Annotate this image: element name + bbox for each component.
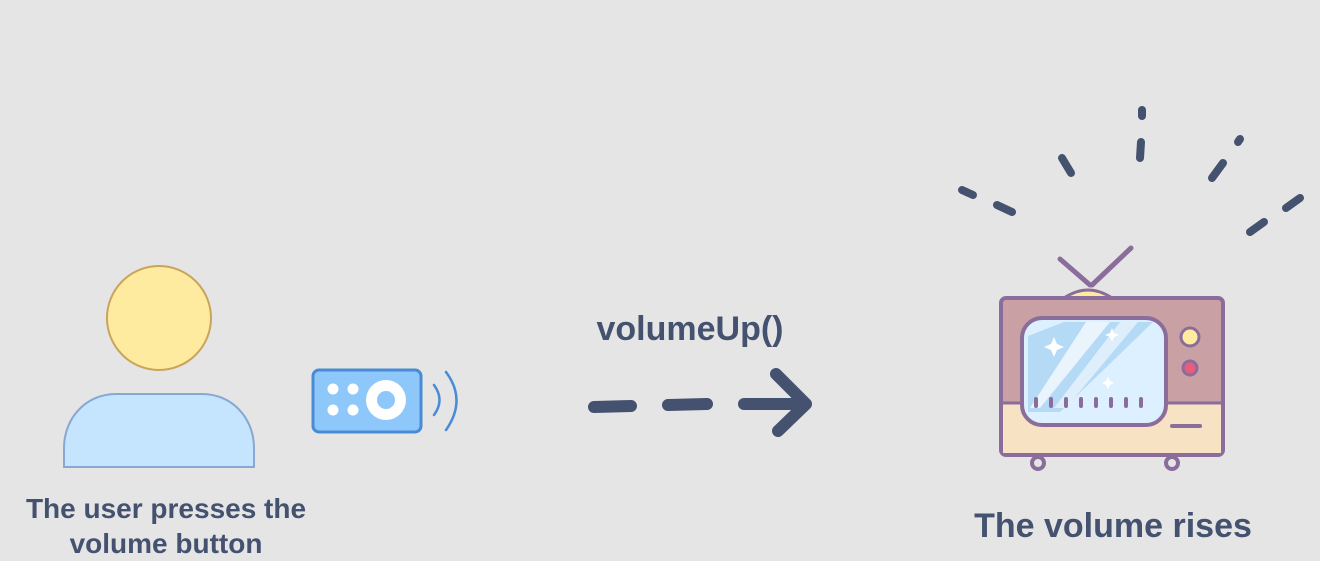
television-icon [999, 245, 1225, 471]
user-caption: The user presses the volume button [25, 493, 307, 559]
remote-control-icon [311, 368, 423, 434]
signal-waves-icon [432, 370, 458, 432]
dashed-arrow-icon [588, 368, 812, 437]
result-caption: The volume rises [974, 507, 1252, 545]
person-icon [63, 265, 255, 468]
volume-rays-icon [958, 106, 1304, 236]
action-caption: volumeUp() [596, 310, 784, 348]
